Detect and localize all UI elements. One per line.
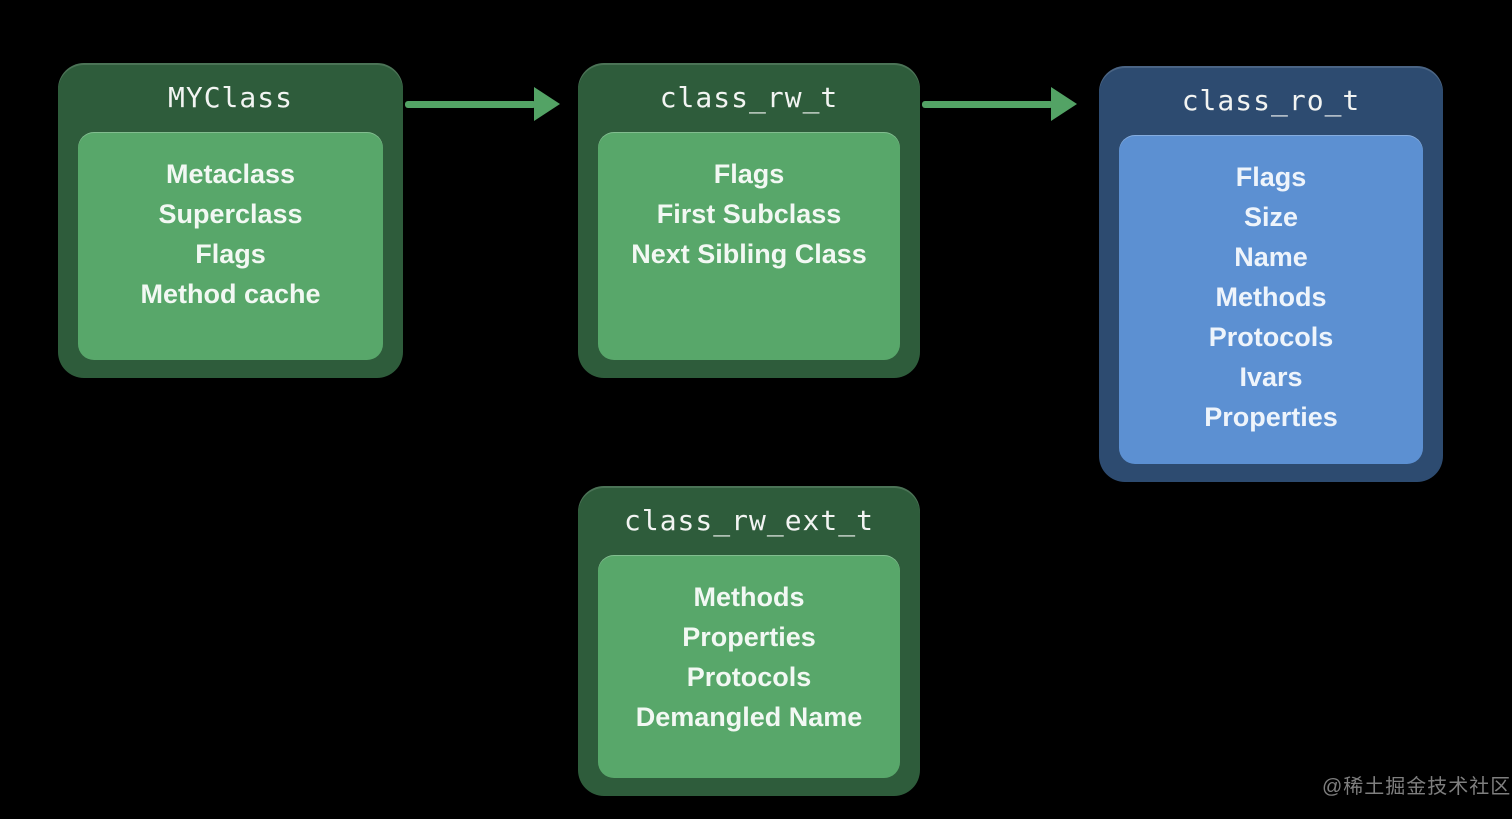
arrow-class-rw-t-to-class-ro-t [922,87,1077,121]
field-flags: Flags [1235,162,1307,192]
field-ivars: Ivars [1239,362,1303,392]
arrow-head-icon [534,87,560,121]
field-next-sibling-class: Next Sibling Class [631,239,867,269]
node-myclass: MYClass Metaclass Superclass Flags Metho… [58,63,403,378]
arrow-line [405,101,536,108]
field-flags: Flags [195,239,266,269]
field-methods: Methods [693,582,805,612]
node-myclass-title: MYClass [167,81,293,114]
field-protocols: Protocols [1208,322,1334,352]
field-flags: Flags [713,159,785,189]
node-class-ro-t-body: Flags Size Name Methods Protocols Ivars … [1119,135,1423,464]
field-size: Size [1243,202,1299,232]
node-class-rw-t-title: class_rw_t [659,81,839,114]
field-method-cache: Method cache [140,279,321,309]
node-class-rw-t-body: Flags First Subclass Next Sibling Class [598,132,900,360]
watermark: @稀土掘金技术社区 [1322,776,1512,798]
node-class-ro-t-title: class_ro_t [1181,84,1361,117]
arrow-myclass-to-class-rw-t [405,87,560,121]
field-methods: Methods [1215,282,1327,312]
node-class-rw-ext-t: class_rw_ext_t Methods Properties Protoc… [578,486,920,796]
field-properties: Properties [682,622,816,652]
field-protocols: Protocols [686,662,812,692]
node-class-ro-t: class_ro_t Flags Size Name Methods Proto… [1099,66,1443,482]
field-name: Name [1234,242,1308,272]
node-class-rw-t: class_rw_t Flags First Subclass Next Sib… [578,63,920,378]
field-demangled-name: Demangled Name [635,702,863,732]
field-superclass: Superclass [158,199,303,229]
field-properties: Properties [1204,402,1338,432]
field-first-subclass: First Subclass [656,199,842,229]
arrow-line [922,101,1053,108]
node-myclass-body: Metaclass Superclass Flags Method cache [78,132,383,360]
field-metaclass: Metaclass [165,159,296,189]
arrow-head-icon [1051,87,1077,121]
node-class-rw-ext-t-body: Methods Properties Protocols Demangled N… [598,555,900,778]
node-class-rw-ext-t-title: class_rw_ext_t [623,504,874,537]
